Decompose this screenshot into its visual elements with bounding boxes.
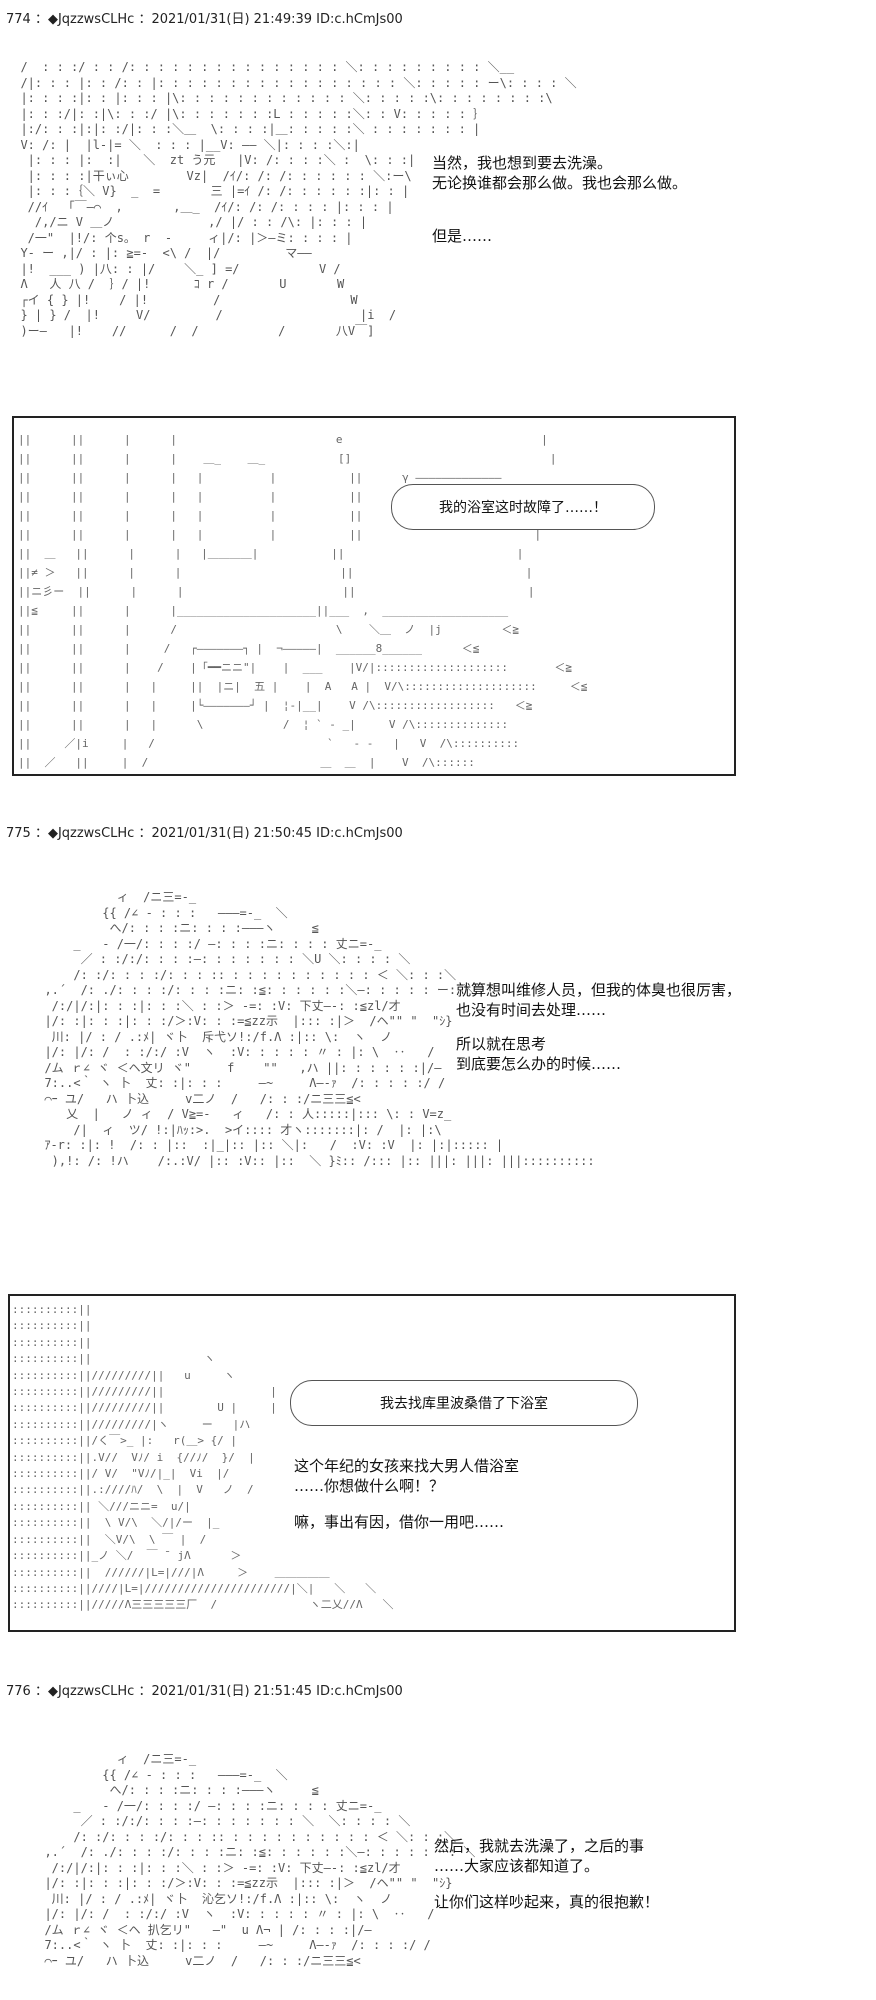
post-header-774: 774 ：◆JqzzwsCLHc ：2021/01/31(日) 21:49:39… [6, 12, 403, 27]
panel-bottom-edge [8, 1630, 736, 1632]
speech-line: 嘛，事出有因，借你一用吧…… [294, 1513, 505, 1531]
panel-bathroom: || || | | e | || || | | ＿_ ＿_ [] | || ||… [12, 416, 736, 776]
speech-line: 但是…… [432, 227, 493, 245]
speech-line: 所以就在思考 [456, 1035, 547, 1053]
post-header-776: 776 ：◆JqzzwsCLHc ：2021/01/31(日) 21:51:45… [6, 1684, 403, 1699]
panel-bottom-edge [12, 774, 736, 776]
ascii-art-girl-776: ィ /ニ三=-_ {{ /∠ - : : : ―――=-_ ＼ へ/: : : … [44, 1752, 476, 1968]
ascii-art-girl-775: ィ /ニ三=-_ {{ /∠ - : : : ―――=-_ ＼ へ/: : : … [44, 890, 595, 1168]
speech-line: 也没有时间去处理…… [456, 1001, 607, 1019]
post-header-775: 775 ：◆JqzzwsCLHc ：2021/01/31(日) 21:50:45… [6, 826, 403, 841]
ascii-art-girl-774: / : : :/ : : /: : : : : : : : : : : : : … [20, 60, 577, 338]
speech-line: 然后，我就去洗澡了，之后的事 [434, 1837, 645, 1855]
panel-top-edge [8, 1294, 736, 1296]
speech-line: 就算想叫维修人员，但我的体臭也很厉害， [456, 981, 742, 999]
speech-line: 到底要怎么办的时候…… [456, 1055, 622, 1073]
panel-top-edge [12, 416, 736, 418]
speech-line: 当然，我也想到要去洗澡。 [432, 154, 613, 172]
speech-line: ……你想做什么啊！？ [294, 1477, 445, 1495]
ascii-art-bathroom: || || | | e | || || | | ＿_ ＿_ [] | || ||… [18, 433, 588, 769]
speech-line: 这个年纪的女孩来找大男人借浴室 [294, 1457, 520, 1475]
panel-borrow-bath: ::::::::::|| ::::::::::|| ::::::::::|| :… [8, 1294, 736, 1632]
speech-line: 无论换谁都会那么做。我也会那么做。 [432, 174, 688, 192]
speech-bubble: 我的浴室这时故障了……！ [391, 484, 655, 530]
speech-bubble: 我去找库里波桑借了下浴室 [290, 1380, 638, 1426]
speech-line: ……大家应该都知道了。 [434, 1857, 600, 1875]
ascii-art-man: ::::::::::|| ::::::::::|| ::::::::::|| :… [12, 1303, 394, 1612]
speech-line: 让你们这样吵起来，真的很抱歉！ [434, 1893, 660, 1911]
